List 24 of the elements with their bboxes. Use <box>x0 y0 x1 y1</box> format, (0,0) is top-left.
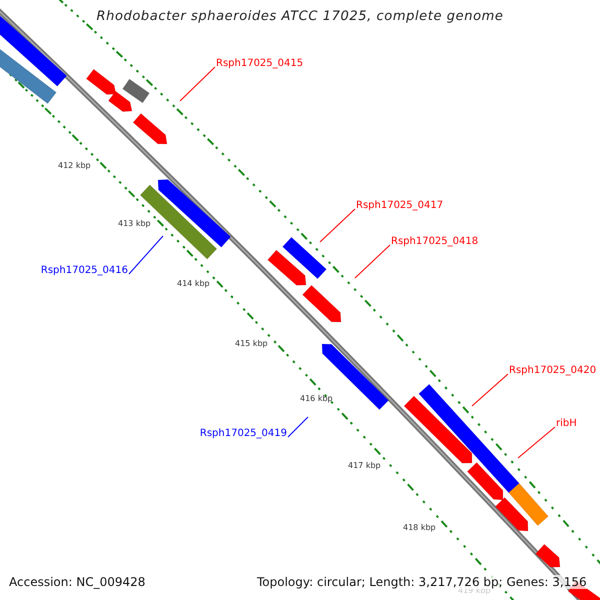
gene-label: Rsph17025_0420 <box>509 365 596 376</box>
gene-label: Rsph17025_0415 <box>216 58 304 69</box>
gene-label: Rsph17025_0417 <box>356 200 444 211</box>
leader-line <box>180 66 216 102</box>
tick-label: 418 kbp <box>403 523 436 532</box>
gene-label: ribH <box>556 418 577 429</box>
map-title: Rhodobacter sphaeroides ATCC 17025, complete genome <box>95 9 504 24</box>
gene-label: Rsph17025_0418 <box>391 236 478 247</box>
tick-label: 416 kbp <box>300 394 333 403</box>
leader-line <box>320 208 356 242</box>
leader-line <box>472 374 508 406</box>
accession-text: Accession: NC_009428 <box>9 575 146 589</box>
tick-label: 412 kbp <box>58 161 91 170</box>
leader-line <box>354 244 390 278</box>
tick-label: 414 kbp <box>177 279 210 288</box>
genome-info-text: Topology: circular; Length: 3,217,726 bp; Genes: 3,156 <box>257 575 587 589</box>
tick-label: 413 kbp <box>118 219 151 228</box>
gene-label: Rsph17025_0416 <box>40 265 128 276</box>
leader-line <box>128 236 164 274</box>
gene-label: Rsph17025_0419 <box>200 428 287 439</box>
tick-label: 417 kbp <box>348 461 381 470</box>
tick-label: 415 kbp <box>235 339 268 348</box>
leader-line <box>518 426 556 458</box>
leader-line <box>288 416 308 438</box>
